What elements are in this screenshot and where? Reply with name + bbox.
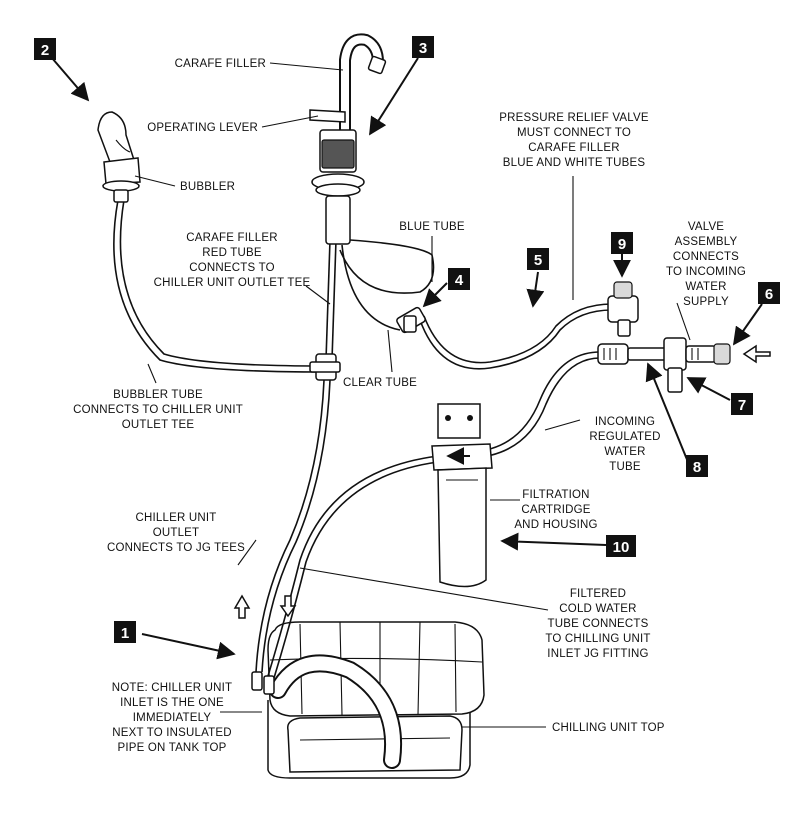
callout-badge-9: 9: [611, 232, 633, 254]
svg-text:CONNECTS: CONNECTS: [673, 251, 739, 263]
svg-text:CONNECTS TO: CONNECTS TO: [189, 262, 274, 274]
callout-badge-7: 7: [731, 393, 753, 415]
label-incoming-regulated: INCOMING REGULATED WATER TUBE: [589, 416, 660, 473]
svg-text:CHILLER UNIT: CHILLER UNIT: [136, 512, 217, 524]
svg-text:RED TUBE: RED TUBE: [202, 247, 262, 259]
label-filtration: FILTRATION CARTRIDGE AND HOUSING: [514, 489, 597, 531]
label-chilling-unit-top: CHILLING UNIT TOP: [552, 722, 665, 734]
svg-text:MUST CONNECT TO: MUST CONNECT TO: [517, 127, 631, 139]
svg-text:PRESSURE RELIEF VALVE: PRESSURE RELIEF VALVE: [499, 112, 649, 124]
svg-text:9: 9: [618, 236, 626, 253]
svg-text:7: 7: [738, 397, 746, 414]
callout-badge-1: 1: [114, 621, 136, 643]
label-valve-assembly: VALVE ASSEMBLY CONNECTS TO INCOMING WATE…: [666, 221, 746, 308]
bubbler-fixture: [97, 111, 141, 203]
chilling-unit: [251, 621, 485, 779]
svg-text:5: 5: [534, 252, 542, 269]
svg-text:CONNECTS TO JG TEES: CONNECTS TO JG TEES: [107, 542, 245, 554]
svg-text:1: 1: [121, 625, 129, 642]
valve-assembly: [597, 281, 771, 393]
svg-text:3: 3: [419, 40, 427, 57]
callout-badge-2: 2: [34, 38, 56, 60]
svg-text:CARTRIDGE: CARTRIDGE: [521, 504, 590, 516]
callout-arrows: [51, 57, 763, 660]
svg-text:NEXT TO INSULATED: NEXT TO INSULATED: [112, 727, 232, 739]
callout-badge-8: 8: [686, 455, 708, 477]
label-pressure-relief: PRESSURE RELIEF VALVE MUST CONNECT TO CA…: [499, 112, 649, 169]
svg-text:NOTE: CHILLER UNIT: NOTE: CHILLER UNIT: [112, 682, 233, 694]
text-labels: CARAFE FILLER OPERATING LEVER BUBBLER PR…: [73, 58, 746, 754]
svg-text:WATER: WATER: [604, 446, 645, 458]
svg-text:WATER: WATER: [685, 281, 726, 293]
svg-text:2: 2: [41, 42, 49, 59]
callout-badge-6: 6: [758, 282, 780, 304]
carafe-filler-faucet: [309, 33, 387, 245]
svg-text:TO INCOMING: TO INCOMING: [666, 266, 746, 278]
svg-text:TO CHILLING UNIT: TO CHILLING UNIT: [545, 633, 650, 645]
svg-text:COLD WATER: COLD WATER: [559, 603, 636, 615]
label-bubbler: BUBBLER: [180, 181, 235, 193]
svg-text:CONNECTS TO CHILLER UNIT: CONNECTS TO CHILLER UNIT: [73, 404, 243, 416]
svg-text:INCOMING: INCOMING: [595, 416, 655, 428]
label-carafe-filler: CARAFE FILLER: [175, 58, 266, 70]
svg-text:CARAFE FILLER: CARAFE FILLER: [528, 142, 619, 154]
label-bubbler-tube: BUBBLER TUBE CONNECTS TO CHILLER UNIT OU…: [73, 389, 243, 431]
svg-text:10: 10: [613, 539, 630, 556]
svg-text:TUBE: TUBE: [609, 461, 641, 473]
tee-fittings: [309, 306, 426, 381]
callout-badge-5: 5: [527, 248, 549, 270]
callout-badges: 1 2 3 4 5 6 7 8 9 10: [34, 36, 780, 643]
svg-text:OUTLET TEE: OUTLET TEE: [122, 419, 195, 431]
leader-lines: [134, 62, 691, 728]
label-chiller-outlet: CHILLER UNIT OUTLET CONNECTS TO JG TEES: [107, 512, 245, 554]
callout-badge-4: 4: [448, 268, 470, 290]
svg-text:AND HOUSING: AND HOUSING: [514, 519, 597, 531]
svg-text:OUTLET: OUTLET: [153, 527, 200, 539]
svg-text:CARAFE FILLER: CARAFE FILLER: [186, 232, 277, 244]
svg-text:VALVE: VALVE: [688, 221, 724, 233]
svg-text:TUBE CONNECTS: TUBE CONNECTS: [548, 618, 649, 630]
svg-text:CHILLER UNIT OUTLET TEE: CHILLER UNIT OUTLET TEE: [154, 277, 311, 289]
flow-arrows: [233, 594, 297, 619]
callout-badge-3: 3: [412, 36, 434, 58]
svg-text:4: 4: [455, 272, 464, 289]
svg-text:FILTERED: FILTERED: [570, 588, 626, 600]
svg-text:INLET JG FITTING: INLET JG FITTING: [547, 648, 648, 660]
label-clear-tube: CLEAR TUBE: [343, 377, 417, 389]
svg-text:BUBBLER TUBE: BUBBLER TUBE: [113, 389, 203, 401]
svg-text:REGULATED: REGULATED: [589, 431, 660, 443]
svg-text:ASSEMBLY: ASSEMBLY: [675, 236, 738, 248]
tubes: [113, 199, 613, 679]
svg-text:6: 6: [765, 286, 773, 303]
svg-text:PIPE ON TANK TOP: PIPE ON TANK TOP: [117, 742, 226, 754]
svg-text:BLUE AND WHITE TUBES: BLUE AND WHITE TUBES: [503, 157, 646, 169]
svg-text:SUPPLY: SUPPLY: [683, 296, 729, 308]
callout-badge-10: 10: [606, 535, 636, 557]
label-filtered-cold: FILTERED COLD WATER TUBE CONNECTS TO CHI…: [545, 588, 650, 660]
label-blue-tube: BLUE TUBE: [399, 221, 465, 233]
svg-text:INLET IS THE ONE: INLET IS THE ONE: [120, 697, 224, 709]
filtration-cartridge: [431, 403, 493, 588]
label-carafe-red-tube: CARAFE FILLER RED TUBE CONNECTS TO CHILL…: [154, 232, 311, 289]
svg-text:IMMEDIATELY: IMMEDIATELY: [133, 712, 212, 724]
svg-text:FILTRATION: FILTRATION: [522, 489, 589, 501]
label-operating-lever: OPERATING LEVER: [147, 122, 258, 134]
label-note: NOTE: CHILLER UNIT INLET IS THE ONE IMME…: [112, 682, 233, 754]
svg-text:8: 8: [693, 459, 701, 476]
